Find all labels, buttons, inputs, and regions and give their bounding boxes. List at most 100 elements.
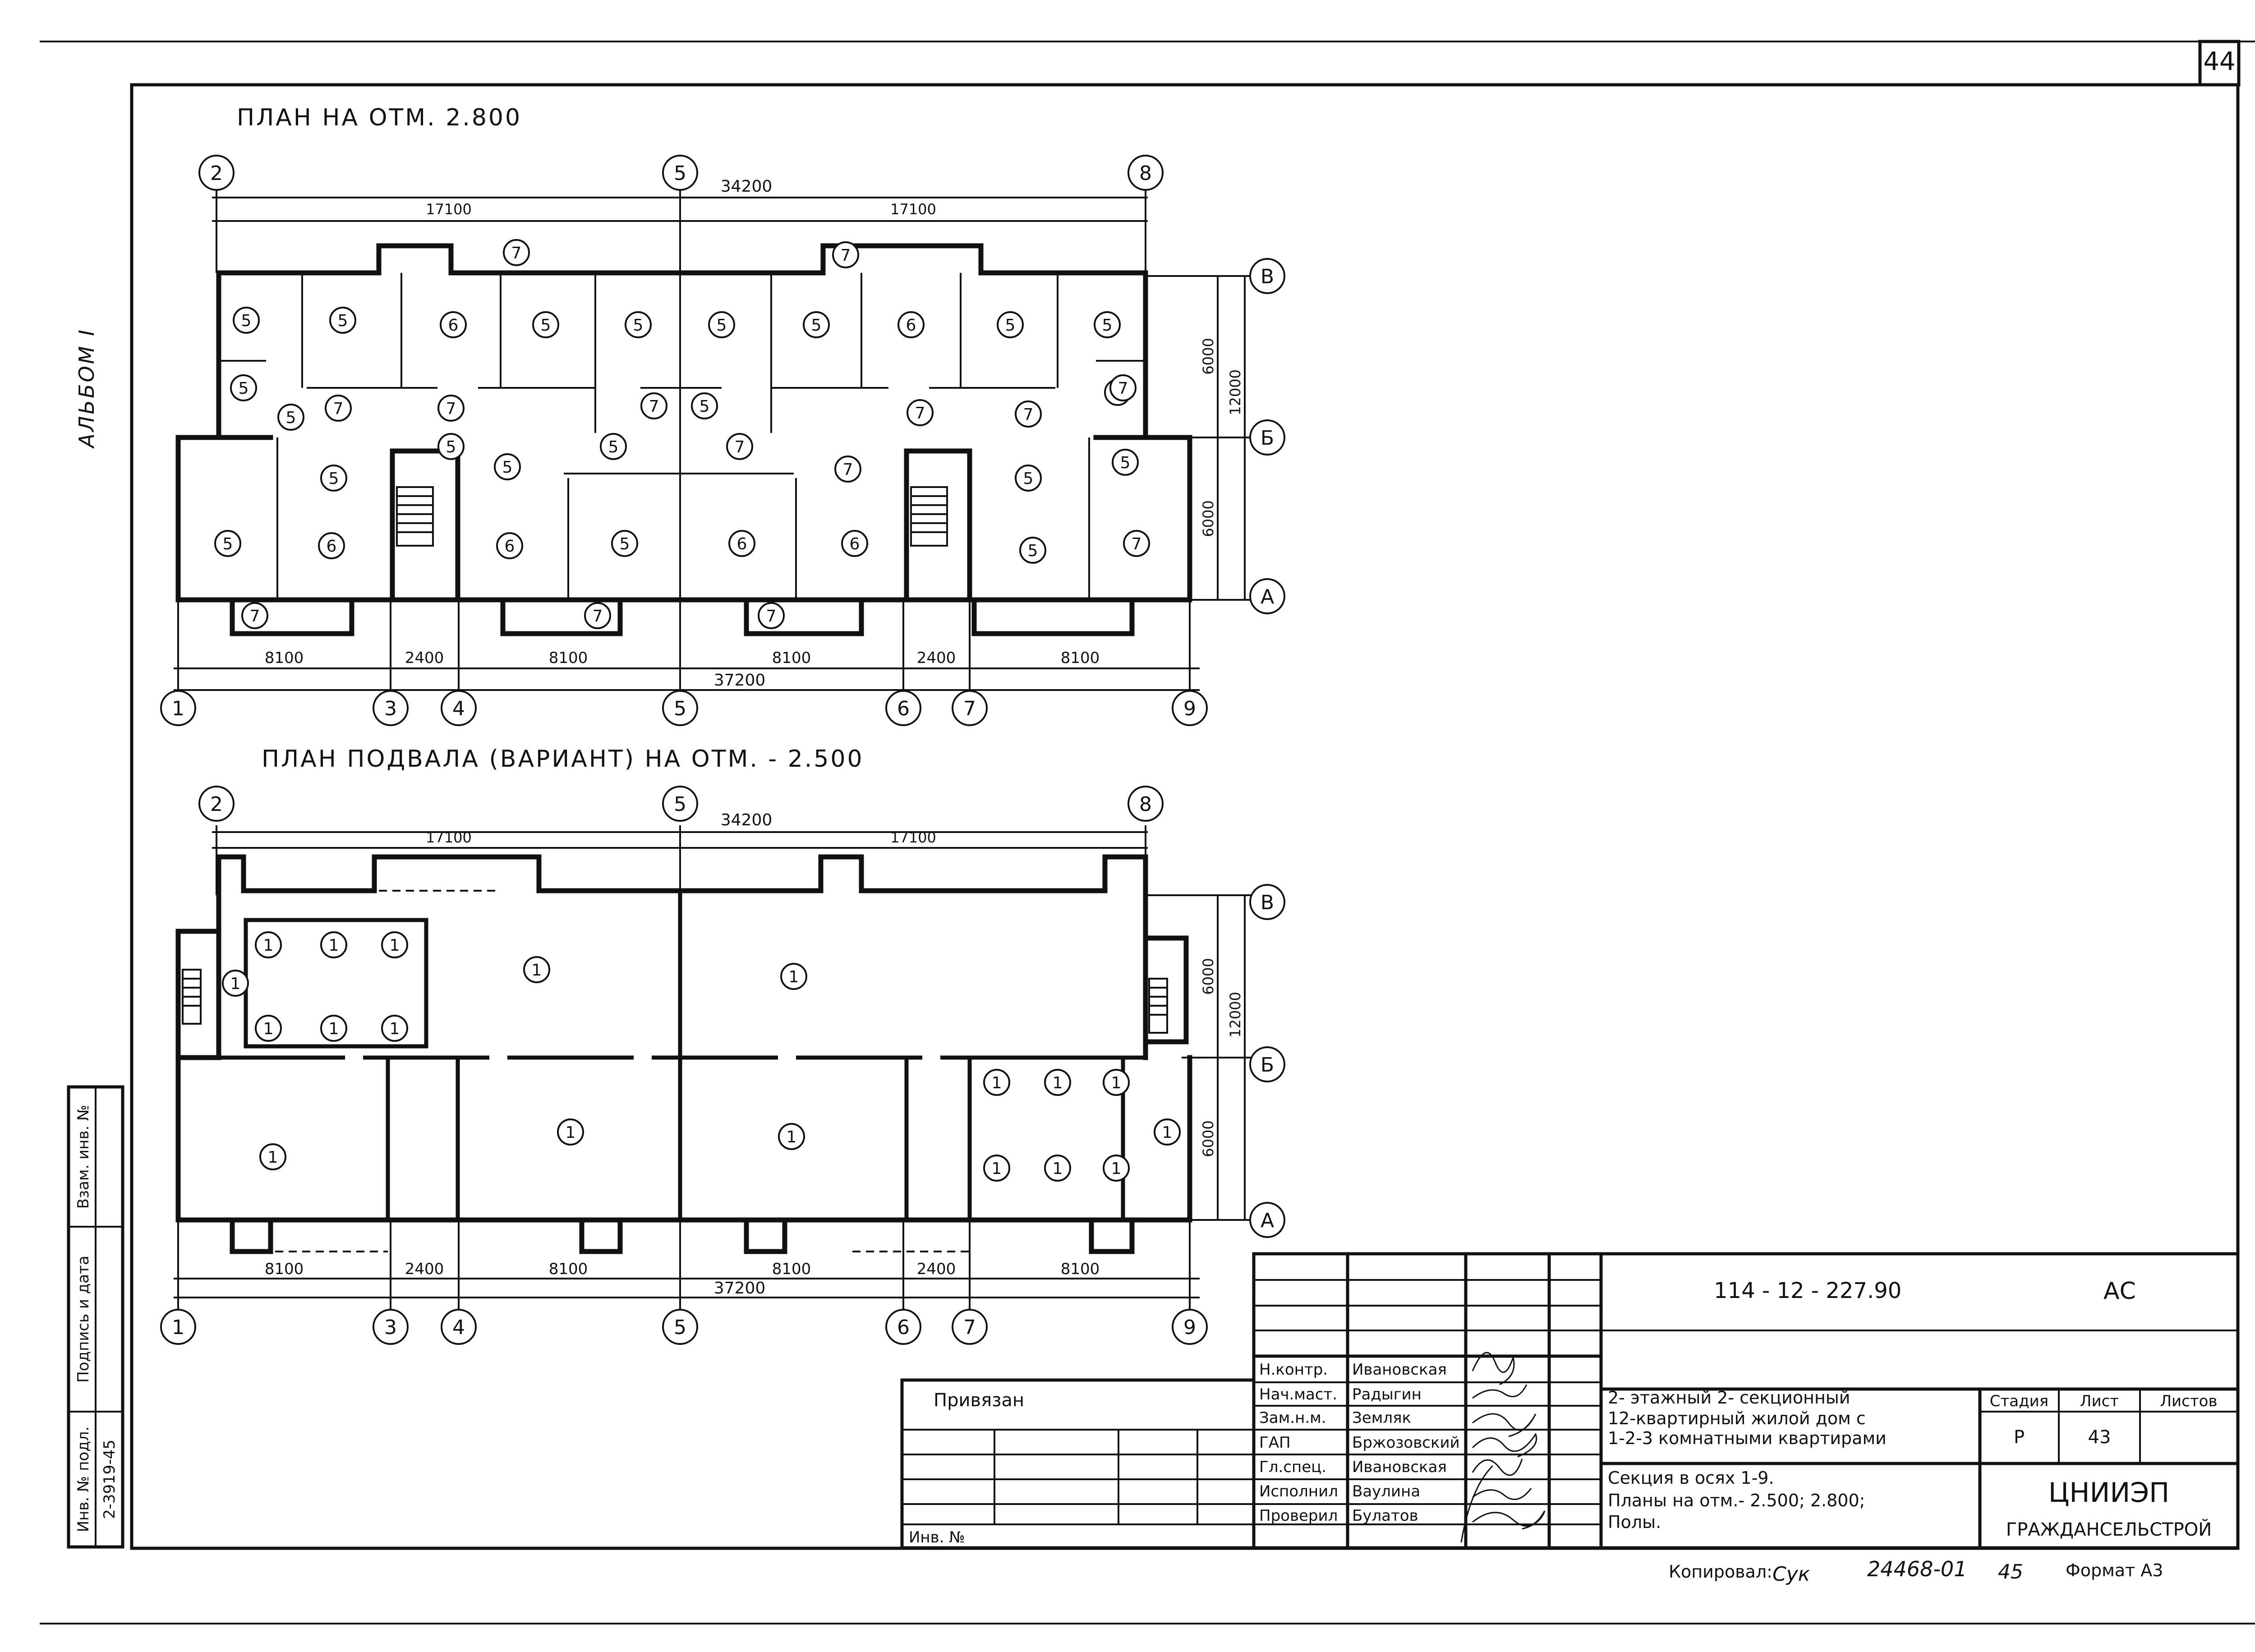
stair-icon [182,969,1168,1034]
svg-text:17100: 17100 [426,829,472,846]
svg-text:Б: Б [1261,1054,1274,1077]
svg-text:37200: 37200 [714,1279,766,1298]
room-mark: 7 [907,399,934,426]
svg-text:1: 1 [390,1020,400,1038]
svg-text:1: 1 [566,1123,576,1142]
svg-text:5: 5 [608,438,619,456]
svg-text:7: 7 [250,607,260,626]
svg-text:6: 6 [897,697,910,720]
svg-text:4: 4 [452,1316,465,1339]
axis-marker-bottom-7: 7 [952,1309,988,1345]
room-mark: 7 [437,395,465,422]
svg-text:1: 1 [172,697,184,720]
svg-text:1: 1 [390,936,400,955]
axis-marker-bottom-1: 1 [160,1309,196,1345]
svg-text:5: 5 [446,438,456,456]
svg-text:12000: 12000 [1227,369,1244,415]
svg-text:1: 1 [329,1020,339,1038]
axis-marker-top-5: 5 [662,155,698,191]
room-mark: 1 [1044,1069,1071,1096]
signature-roles: Н.контр.ИвановскаяНач.маст.РадыгинЗам.н.… [1259,1361,1460,1525]
axis-marker-bottom-5: 5 [662,1309,698,1345]
svg-text:6000: 6000 [1200,1120,1217,1157]
room-mark: 6 [728,530,755,557]
svg-text:2400: 2400 [405,649,444,667]
plan-top-room-marks: 5565555655777577575577775557556655665777… [214,239,1150,629]
svg-text:7: 7 [735,438,745,456]
svg-text:1: 1 [532,961,542,980]
svg-text:2: 2 [210,793,223,816]
svg-text:5: 5 [338,312,348,330]
svg-text:9: 9 [1183,697,1196,720]
room-mark: 5 [329,307,356,334]
room-mark: 5 [277,404,304,431]
svg-text:8: 8 [1139,793,1152,816]
svg-text:1: 1 [329,936,339,955]
svg-text:7: 7 [1118,379,1128,398]
stamp-col-inv: Инв. № подл. [74,1427,92,1532]
room-mark: 6 [440,311,467,338]
copied-signature: Сук [1772,1563,1810,1586]
svg-text:1: 1 [263,936,274,955]
svg-text:8100: 8100 [549,649,588,667]
room-mark: 5 [437,433,465,460]
svg-text:В: В [1261,265,1274,288]
svg-text:2400: 2400 [917,649,956,667]
copied-label: Копировал: [1669,1562,1772,1582]
svg-text:5: 5 [633,316,644,335]
svg-text:1: 1 [1111,1074,1122,1092]
svg-text:17100: 17100 [890,201,936,218]
svg-text:7: 7 [963,697,976,720]
plan-bottom-title: ПЛАН ПОДВАЛА (ВАРИАНТ) НА ОТМ. - 2.500 [262,745,864,773]
room-mark: 5 [1112,449,1139,476]
room-mark: 1 [320,931,347,958]
svg-text:5: 5 [1120,454,1131,472]
role-title: Гл.спец. [1259,1458,1326,1476]
axis-marker-bottom-6: 6 [885,690,921,726]
axis-marker-bottom-9: 9 [1172,690,1208,726]
svg-text:1: 1 [1053,1074,1063,1092]
room-mark: 1 [1154,1118,1181,1146]
axis-marker-top-8: 8 [1128,155,1164,191]
svg-text:5: 5 [700,397,710,416]
sheet-number: 44 [2203,47,2235,76]
svg-text:2400: 2400 [405,1260,444,1278]
side-stamp: Инв. № подл. Подпись и дата Взам. инв. №… [67,1085,124,1549]
axis-marker-top-8: 8 [1128,786,1164,822]
title-block [1252,1252,2240,1550]
axis-marker-bottom-4: 4 [441,690,477,726]
svg-text:5: 5 [1028,542,1038,560]
room-mark: 1 [1103,1069,1130,1096]
album-label: АЛЬБОМ I [74,328,99,449]
axis-marker-side-А: А [1249,578,1285,614]
svg-text:7: 7 [333,400,344,418]
svg-text:3: 3 [384,697,397,720]
room-mark: 5 [600,433,627,460]
room-mark: 1 [255,1015,282,1042]
axis-marker-bottom-9: 9 [1172,1309,1208,1345]
svg-text:6000: 6000 [1200,958,1217,994]
axis-marker-bottom-3: 3 [373,690,409,726]
svg-text:5: 5 [241,312,252,330]
room-mark: 1 [222,970,249,997]
svg-text:6: 6 [448,316,459,335]
svg-text:7: 7 [1023,405,1034,424]
role-name: Радыгин [1352,1385,1422,1404]
axis-marker-bottom-4: 4 [441,1309,477,1345]
object-title-3: 1-2-3 комнатными квартирами [1608,1428,1887,1448]
stage-label: Стадия [1990,1392,2048,1410]
stair-icon [396,486,948,547]
role-name: Ваулина [1352,1482,1420,1500]
room-mark: 5 [803,311,830,338]
room-mark: 7 [503,239,530,266]
svg-text:5: 5 [286,409,296,427]
svg-text:7: 7 [963,1316,976,1339]
svg-text:6: 6 [850,535,860,553]
svg-text:8100: 8100 [1061,1260,1100,1278]
svg-text:1: 1 [172,1316,184,1339]
svg-text:5: 5 [674,697,686,720]
plan-top-dims: 34200 17100 17100 8100 2400 8100 8100 24… [265,177,1244,690]
room-mark: 7 [241,602,268,629]
